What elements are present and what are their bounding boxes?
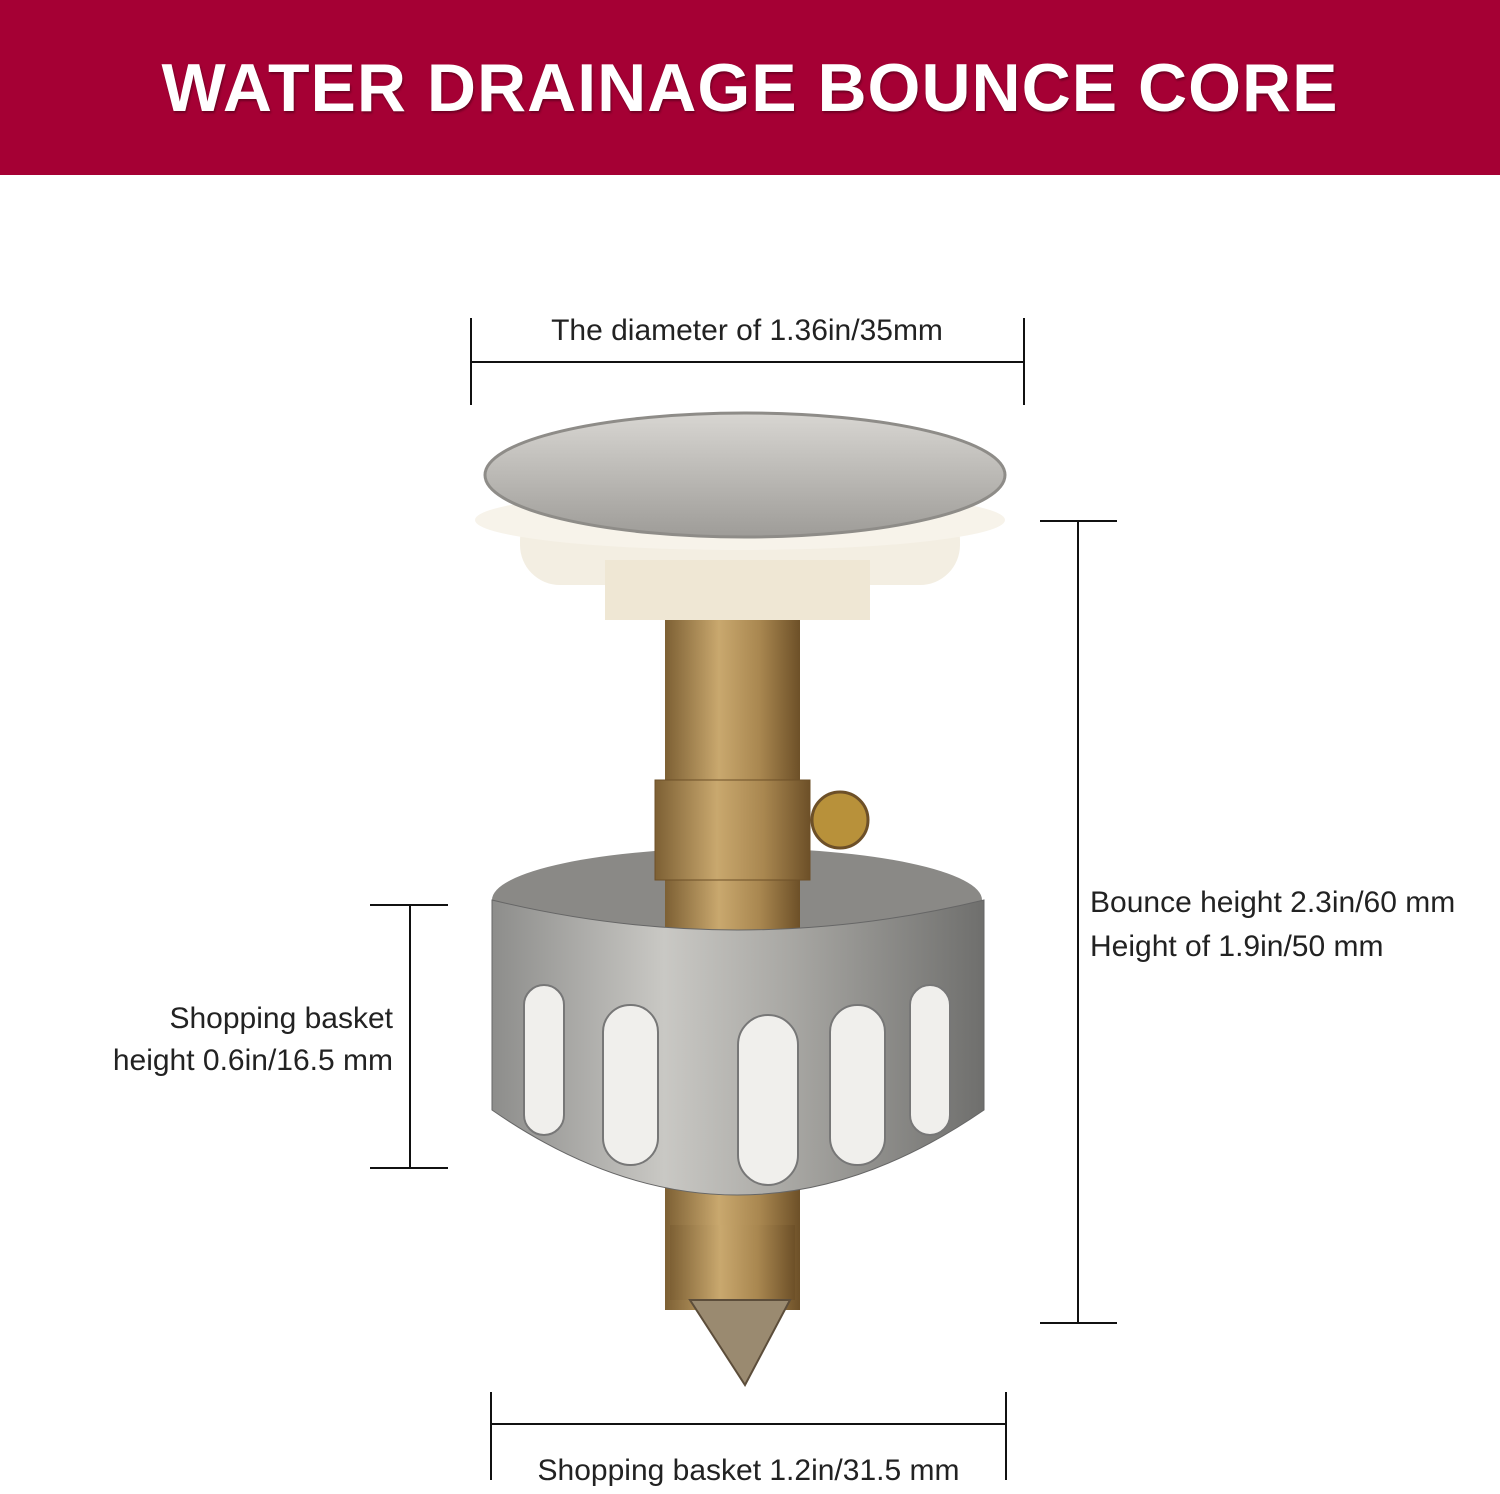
title-banner: WATER DRAINAGE BOUNCE CORE xyxy=(0,0,1500,175)
basket-height-dimension-line xyxy=(370,904,448,1169)
height-label: Height of 1.9in/50 mm xyxy=(1090,930,1384,963)
basket-width-dimension-line xyxy=(490,1392,1007,1480)
bounce-height-label: Bounce height 2.3in/60 mm xyxy=(1090,886,1456,919)
diameter-dimension-line xyxy=(470,318,1025,405)
basket-height-label-line1: Shopping basket xyxy=(169,1002,393,1035)
bounce-height-dimension-line xyxy=(1040,520,1117,1324)
diameter-label: The diameter of 1.36in/35mm xyxy=(551,314,943,347)
page-title: WATER DRAINAGE BOUNCE CORE xyxy=(161,49,1339,126)
basket-height-label-line2: height 0.6in/16.5 mm xyxy=(112,1044,393,1077)
drain-stopper-image xyxy=(475,411,1007,1387)
basket-width-label: Shopping basket 1.2in/31.5 mm xyxy=(537,1454,960,1487)
